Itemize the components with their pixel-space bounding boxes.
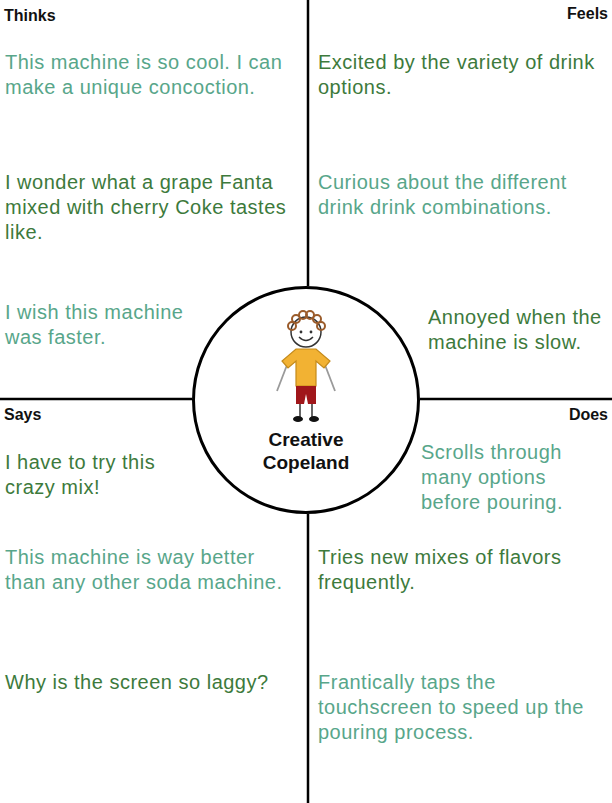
quadrant-heading: Does [569,405,608,425]
figure-hair [288,311,325,330]
figure-head [291,317,321,347]
note-text: Excited by the variety of drink options. [318,50,606,100]
note-text: Why is the screen so laggy? [5,670,297,695]
empathy-quadrant: Says I have to try this crazy mix! This ma… [0,401,307,803]
note-text: Frantically taps the touchscreen to spee… [318,670,606,745]
note-text: I have to try this crazy mix! [5,450,185,500]
persona-circle: Creative Copeland [192,286,420,514]
figure-shoe [293,416,303,422]
empathy-quadrant: ThinksThis machine is so cool. I can mak… [0,0,307,398]
figure-shorts [296,386,316,404]
figure-eye [300,331,303,334]
figure-shirt [282,349,330,386]
stick-figure [277,311,335,422]
circle-ground [192,286,420,514]
note-text: Tries new mixes of flavors frequently. [318,545,606,595]
quadrant-heading: Says [4,405,41,425]
persona-name: Creative Copeland [241,428,371,474]
empathy-quadrant: FeelsExcited by the variety of drink opt… [309,0,612,398]
figure-arm [277,365,287,391]
note-text: This machine is way better than any othe… [5,545,297,595]
figure-arm [325,365,335,391]
figure-shoe [309,416,319,422]
circle-outline [194,288,419,513]
figure-leg [299,404,301,417]
note-text: Annoyed when the machine is slow. [428,305,605,355]
quadrant-heading: Thinks [4,6,56,26]
note-text: I wonder what a grape Fanta mixed with c… [5,170,297,245]
note-text: I wish this machine was faster. [5,300,185,350]
note-text: This machine is so cool. I can make a un… [5,50,297,100]
figure-leg [311,404,313,417]
empathy-quadrant: DoesScrolls through many options before … [309,401,612,803]
figure-smile [299,337,313,341]
figure-eye [310,331,313,334]
note-text: Scrolls through many options before pour… [421,440,605,515]
circle-outline [192,286,420,514]
quadrant-heading: Feels [567,4,608,24]
note-text: Curious about the different drink drink … [318,170,606,220]
